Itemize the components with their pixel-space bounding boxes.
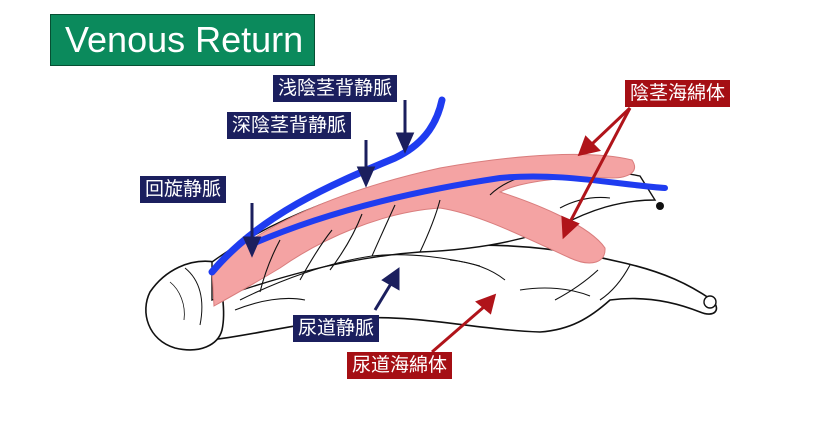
glans-inner-line [184, 267, 203, 326]
label-circumflex-vein: 回旋静脈 [140, 176, 227, 203]
navy-arrows [242, 100, 415, 311]
vein-end-cap-2 [656, 202, 664, 210]
red-arrows [431, 106, 632, 354]
label-superficial-dorsal-vein: 浅陰茎背静脈 [273, 75, 398, 102]
corpus-cavernosum-fill [211, 153, 635, 307]
vein-end-cap [703, 295, 717, 309]
glans-outline [145, 260, 225, 351]
deep-vein-branches [234, 174, 631, 311]
glans-inner-line-2 [169, 281, 185, 321]
label-corpus-spongiosum: 尿道海綿体 [347, 352, 453, 379]
page-title: Venous Return [50, 14, 315, 66]
label-corpus-cavernosum: 陰茎海綿体 [625, 80, 731, 107]
deep-dorsal-vein [247, 173, 668, 248]
label-urethral-vein: 尿道静脈 [293, 315, 380, 342]
label-deep-dorsal-vein: 深陰茎背静脈 [227, 112, 352, 139]
